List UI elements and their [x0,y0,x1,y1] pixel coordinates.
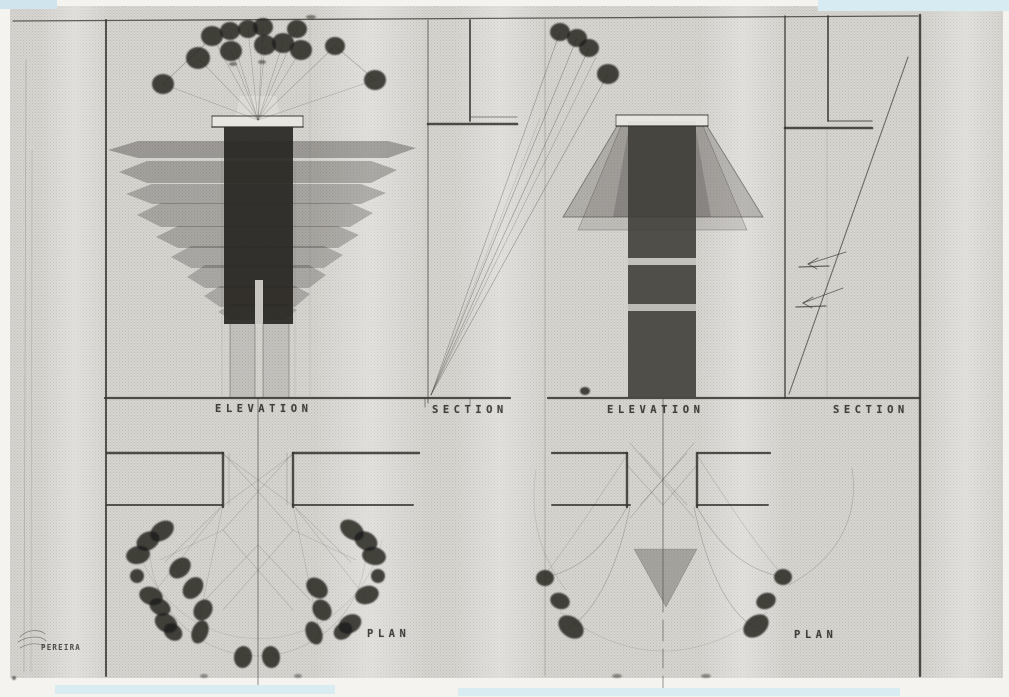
label-section-right: SECTION [833,404,909,416]
scan-edge-bottom-left [55,685,335,694]
left-section-motion-dots [550,23,619,84]
scan-edge-bottom-right [458,688,900,696]
tiny-marks [12,15,711,680]
label-elevation-left: ELEVATION [215,403,313,415]
label-section-left: SECTION [432,404,508,416]
architect-signature: PEREIRA [41,643,82,652]
label-plan-right: PLAN [794,629,838,641]
right-plan-figure-dots [536,569,792,639]
left-plan-figure-dots [126,519,386,668]
scan-edge-top-right [818,0,1009,11]
left-elevation-motion-dots [152,18,386,94]
label-elevation-right: ELEVATION [607,404,705,416]
right-elevation-ground-dot [580,387,590,395]
label-plan-left: PLAN [367,628,411,640]
scan-edge-top-left [0,0,57,9]
